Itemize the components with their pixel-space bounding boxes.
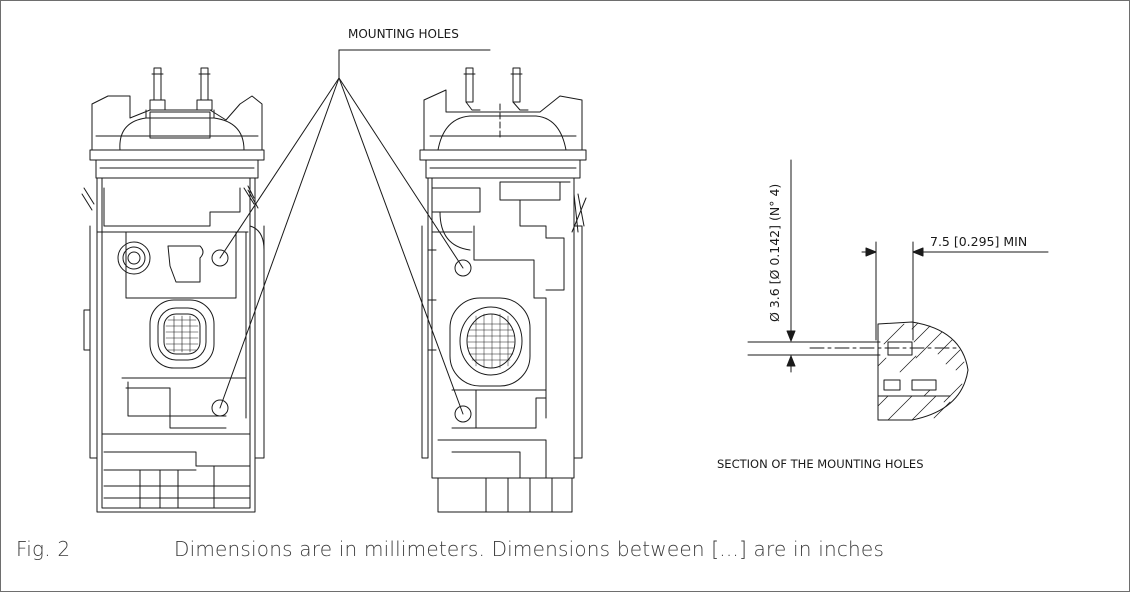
section-detail (747, 159, 1049, 421)
terminal-pins-left (149, 67, 213, 111)
mounting-hole-left-top (211, 249, 229, 267)
terminal-pins-right (463, 67, 529, 111)
device-view-right (419, 67, 587, 513)
mounting-holes-leader-lines (219, 49, 491, 415)
mounting-hole-right-bottom (454, 405, 472, 423)
hole-diameter-label: Ø 3.6 [Ø 0.142] (N° 4) (767, 184, 782, 322)
mounting-holes-label: MOUNTING HOLES (348, 27, 459, 41)
figure-number: Fig. 2 (16, 537, 71, 561)
section-title-label: SECTION OF THE MOUNTING HOLES (717, 457, 924, 471)
figure-caption: Dimensions are in millimeters. Dimension… (174, 537, 885, 561)
device-view-left (81, 67, 265, 513)
min-depth-label: 7.5 [0.295] MIN (930, 234, 1027, 249)
mounting-hole-right-top (454, 259, 472, 277)
